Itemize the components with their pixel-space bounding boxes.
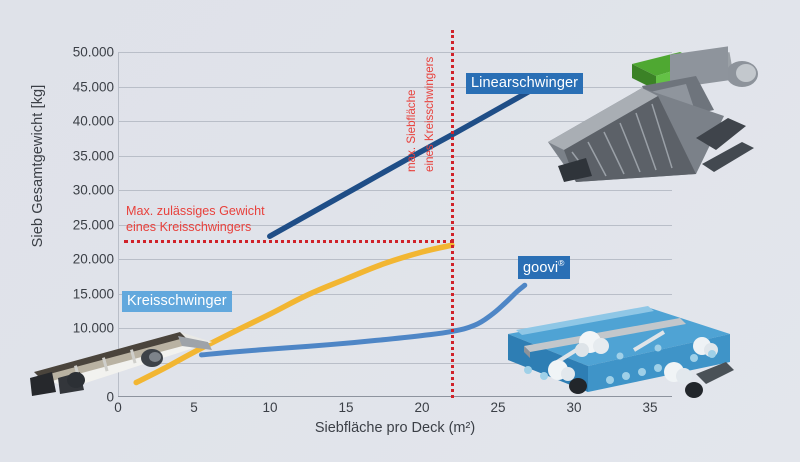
label-linearschwinger-text: Linearschwinger (471, 75, 579, 91)
label-linearschwinger: Linearschwinger (466, 73, 584, 94)
gridline-5000 (118, 362, 672, 364)
x-tick-label: 15 (338, 400, 354, 415)
label-kreisschwinger-text: Kreisschwinger (127, 293, 227, 309)
x-tick-label: 5 (190, 400, 198, 415)
gridline-50000 (118, 52, 672, 53)
x-axis-title: Siebfläche pro Deck (m²) (118, 420, 672, 436)
y-tick-label: 20.000 (72, 251, 114, 267)
x-tick-label: 35 (642, 400, 658, 415)
label-goovi: goovi® (518, 256, 570, 279)
y-tick-label: 40.000 (72, 113, 114, 129)
x-axis-line (118, 396, 672, 397)
max-area-dotted-line (451, 30, 454, 398)
x-tick-label: 0 (114, 400, 122, 415)
max-area-annotation-text: max. Siebfläche (404, 90, 419, 173)
label-goovi-text: goovi (523, 259, 559, 276)
y-tick-label: 25.000 (72, 217, 114, 232)
x-axis-title-text: Siebfläche pro Deck (m²) (314, 420, 476, 436)
max-weight-annotation-text: Max. zulässiges Gewicht eines Kreisschwi… (126, 203, 265, 235)
max-weight-annotation-line2: eines Kreisschwingers (126, 220, 252, 235)
y-tick-label: 45.000 (72, 79, 114, 94)
label-kreisschwinger: Kreisschwinger (122, 291, 232, 312)
gridline-45000 (118, 86, 672, 88)
gridline-40000 (118, 121, 672, 122)
x-tick-label: 20 (414, 400, 430, 415)
series-line-goovi (198, 282, 528, 358)
gridline-10000 (118, 328, 672, 329)
plot-area (118, 52, 672, 397)
gridline-30000 (118, 190, 672, 191)
goovi-photo (498, 300, 734, 408)
max-area-annotation-line2: eines Kreisschwingers (423, 56, 436, 172)
max-weight-annotation-line1: Max. zulässiges Gewicht (126, 204, 265, 218)
max-area-annotation-line1: max. Siebfläche (405, 89, 418, 173)
gridline-15000 (118, 293, 672, 295)
label-goovi-registered-icon: ® (558, 258, 565, 268)
max-area-annotation-text-2: eines Kreisschwingers (422, 57, 437, 172)
series-line-kreisschwinger (133, 242, 455, 386)
x-tick-label: 10 (262, 400, 278, 415)
y-axis-title: Sieb Gesamtgewicht [kg] (30, 84, 46, 248)
x-tick-label: 30 (566, 400, 582, 415)
y-tick-label: 50.000 (72, 44, 114, 60)
y-tick-label: 30.000 (72, 182, 114, 198)
linearschwinger-photo (546, 46, 792, 186)
x-tick-label: 25 (490, 400, 506, 415)
y-tick-label: 15.000 (72, 286, 114, 301)
max-weight-dotted-line (124, 240, 454, 243)
gridline-25000 (118, 224, 672, 226)
gridline-35000 (118, 155, 672, 157)
y-tick-label: 35.000 (72, 148, 114, 163)
kreisschwinger-photo (30, 318, 216, 398)
